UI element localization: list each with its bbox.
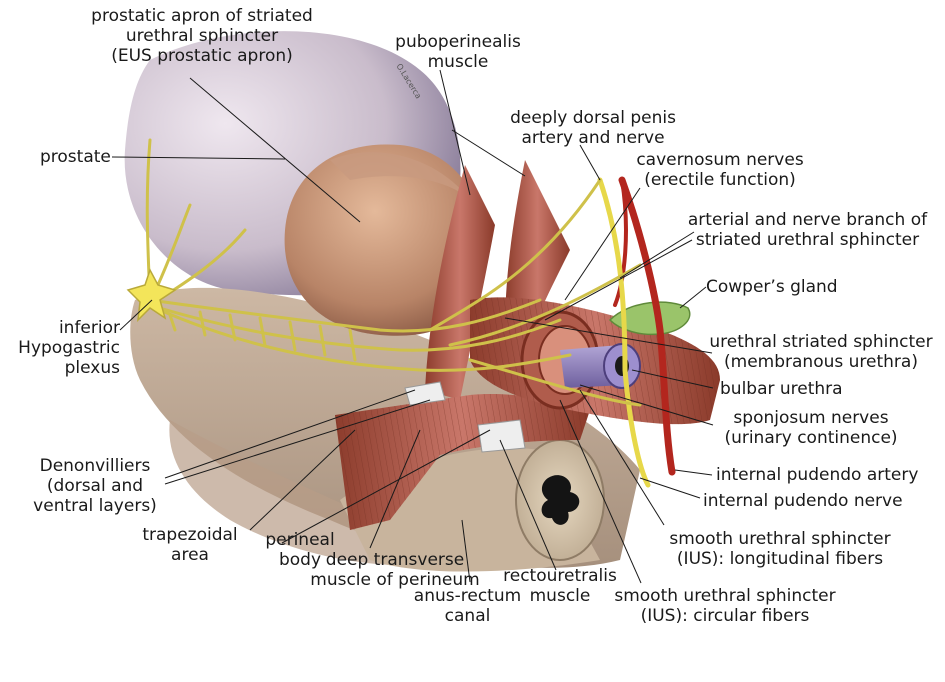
- label-line: trapezoidal: [142, 525, 238, 545]
- prostate-shape: [284, 144, 486, 336]
- label-inferior-hypogastric: inferior Hypogastric plexus: [10, 318, 120, 378]
- label-line: muscle of perineum: [310, 570, 480, 590]
- label-line: (urinary continence): [724, 428, 898, 448]
- label-line: (membranous urethra): [724, 352, 918, 372]
- label-line: (IUS): longitudinal fibers: [676, 549, 884, 569]
- label-smooth-circular: smooth urethral sphincter (IUS): circula…: [605, 586, 845, 626]
- label-line: anus-rectum: [413, 586, 522, 606]
- label-line: ventral layers): [33, 496, 157, 516]
- label-line: internal pudendo artery: [716, 465, 919, 485]
- label-line: deep transverse: [325, 550, 465, 570]
- rectouretralis-shape: [477, 419, 526, 453]
- leader-lines: [111, 69, 714, 584]
- label-cowpers-gland: Cowper’s gland: [706, 277, 838, 297]
- label-puboperinealis: puboperinealis muscle: [388, 32, 528, 72]
- nerve-network-shape: [145, 138, 642, 407]
- label-line: deeply dorsal penis: [510, 108, 676, 128]
- label-line: arterial and nerve branch of: [687, 210, 928, 230]
- label-line: inferior: [58, 318, 120, 338]
- label-deep-transverse: deep transverse muscle of perineum: [300, 550, 490, 590]
- label-arterial-branch: arterial and nerve branch of striated ur…: [680, 210, 935, 250]
- label-pudendo-nerve: internal pudendo nerve: [703, 491, 903, 511]
- cavernosum-artery-shape: [613, 178, 628, 307]
- label-line: prostatic apron of striated: [91, 6, 313, 26]
- label-line: muscle: [427, 52, 489, 72]
- label-pudendo-artery: internal pudendo artery: [716, 465, 918, 485]
- label-line: artery and nerve: [521, 128, 665, 148]
- label-line: urethral striated sphincter: [709, 332, 933, 352]
- label-line: Denonvilliers: [39, 456, 151, 476]
- label-line: urethral sphincter: [125, 26, 279, 46]
- label-line: smooth urethral sphincter: [614, 586, 836, 606]
- pudendal-artery-shape: [618, 176, 676, 476]
- label-denonvilliers: Denonvilliers (dorsal and ventral layers…: [20, 456, 170, 516]
- label-smooth-longitudinal: smooth urethral sphincter (IUS): longitu…: [655, 529, 905, 569]
- denonvilliers-fascia-shape: [404, 381, 446, 406]
- label-rectouretralis: rectouretralis muscle: [490, 566, 630, 606]
- label-line: (erectile function): [644, 170, 796, 190]
- label-urethral-striated: urethral striated sphincter (membranous …: [706, 332, 936, 372]
- puboperinealis-left-shape: [425, 165, 495, 400]
- label-line: internal pudendo nerve: [703, 491, 903, 511]
- label-line: muscle: [529, 586, 591, 606]
- label-line: rectouretralis: [503, 566, 617, 586]
- label-trapezoidal-area: trapezoidal area: [135, 525, 245, 565]
- label-line: Hypogastric: [18, 338, 120, 358]
- prostatic-apron-shape: [330, 152, 470, 200]
- label-line: plexus: [64, 358, 120, 378]
- label-line: canal: [444, 606, 491, 626]
- label-line: body: [278, 550, 322, 570]
- label-prostatic-apron: prostatic apron of striated urethral sph…: [84, 6, 320, 66]
- label-line: area: [171, 545, 209, 565]
- label-prostate: prostate: [40, 147, 111, 167]
- pudendal-nerve-shape: [597, 177, 651, 488]
- label-line: smooth urethral sphincter: [669, 529, 891, 549]
- label-line: striated urethral sphincter: [695, 230, 920, 250]
- label-line: (EUS prostatic apron): [111, 46, 293, 66]
- label-bulbar-urethra: bulbar urethra: [720, 379, 843, 399]
- label-cavernosum-nerves: cavernosum nerves (erectile function): [630, 150, 810, 190]
- cowpers-gland-shape: [608, 301, 691, 336]
- label-line: bulbar urethra: [720, 379, 843, 399]
- label-anus-rectum: anus-rectum canal: [405, 586, 530, 626]
- label-perineal-body: perineal body: [255, 530, 345, 570]
- label-line: cavernosum nerves: [636, 150, 804, 170]
- label-deeply-dorsal: deeply dorsal penis artery and nerve: [508, 108, 678, 148]
- label-line: perineal: [265, 530, 335, 550]
- label-line: puboperinealis: [395, 32, 521, 52]
- label-line: prostate: [40, 147, 111, 167]
- label-line: sponjosum nerves: [733, 408, 889, 428]
- label-sponjosum-nerves: sponjosum nerves (urinary continence): [716, 408, 906, 448]
- label-line: (dorsal and: [46, 476, 144, 496]
- label-line: Cowper’s gland: [706, 277, 838, 297]
- rectum-lumen-shape: [541, 475, 580, 525]
- hypogastric-ganglion-shape: [126, 268, 177, 323]
- label-line: (IUS): circular fibers: [640, 606, 810, 626]
